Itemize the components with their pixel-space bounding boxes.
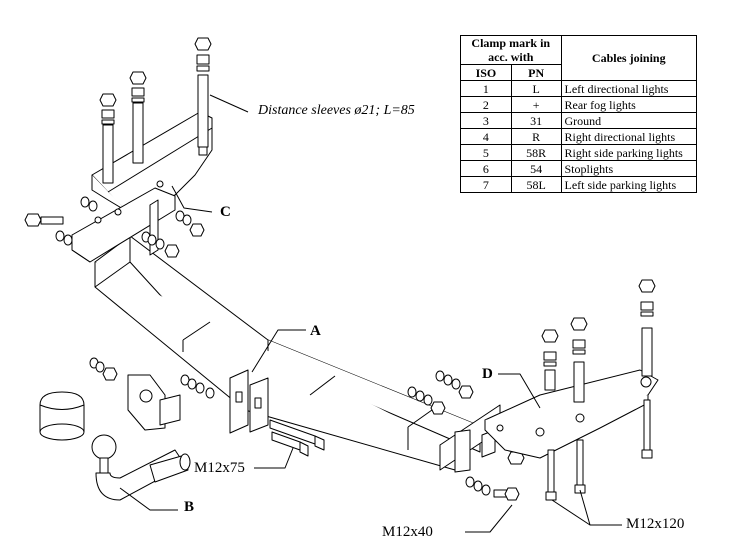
left-fasteners	[24, 196, 205, 258]
cable-cell: Stoplights	[560, 160, 697, 177]
cable-cell: Left side parking lights	[560, 176, 697, 193]
pn-cell: 58L	[510, 176, 562, 193]
ball-cover-cap	[39, 391, 85, 441]
cable-cell: Left directional lights	[560, 80, 697, 97]
header-cables-joining: Cables joining	[560, 35, 697, 81]
pn-cell: R	[510, 128, 562, 145]
label-a: A	[310, 323, 321, 339]
label-c: C	[220, 204, 231, 220]
bolts-m12x75	[269, 419, 325, 457]
right-studs	[541, 279, 656, 501]
pn-cell: +	[510, 96, 562, 113]
cable-cell: Right side parking lights	[560, 144, 697, 161]
label-b: B	[184, 499, 195, 515]
header-clamp-mark: Clamp mark in acc. with	[460, 35, 562, 65]
table-row: 2+Rear fog lights	[460, 96, 697, 113]
label-d: D	[482, 366, 493, 382]
iso-cell: 4	[460, 128, 512, 145]
right-bracket	[439, 369, 659, 473]
right-center-fasteners	[407, 370, 525, 496]
pn-cell: L	[510, 80, 562, 97]
cable-cell: Rear fog lights	[560, 96, 697, 113]
cable-cell: Ground	[560, 112, 697, 129]
iso-cell: 5	[460, 144, 512, 161]
left-studs	[99, 37, 212, 184]
label-distance-sleeves: Distance sleeves ø21; L=85	[258, 103, 415, 118]
iso-cell: 6	[460, 160, 512, 177]
cable-cell: Right directional lights	[560, 128, 697, 145]
label-m12x120: M12x120	[626, 516, 685, 532]
tow-ball	[91, 434, 191, 501]
ball-mount-plates	[229, 369, 269, 434]
pn-cell: 54	[510, 160, 562, 177]
pn-cell: 31	[510, 112, 562, 129]
iso-cell: 7	[460, 176, 512, 193]
label-m12x40: M12x40	[382, 524, 433, 540]
leader-lines	[119, 94, 622, 533]
label-m12x75: M12x75	[194, 460, 245, 476]
crossbar-beam	[94, 235, 481, 471]
iso-cell: 2	[460, 96, 512, 113]
socket-plate	[89, 357, 215, 431]
iso-cell: 1	[460, 80, 512, 97]
header-pn: PN	[510, 64, 562, 81]
header-iso: ISO	[460, 64, 512, 81]
bolt-m12x40	[493, 487, 520, 501]
pn-cell: 58R	[510, 144, 562, 161]
cable-joining-table: Clamp mark in acc. with Cables joining I…	[460, 35, 697, 193]
iso-cell: 3	[460, 112, 512, 129]
